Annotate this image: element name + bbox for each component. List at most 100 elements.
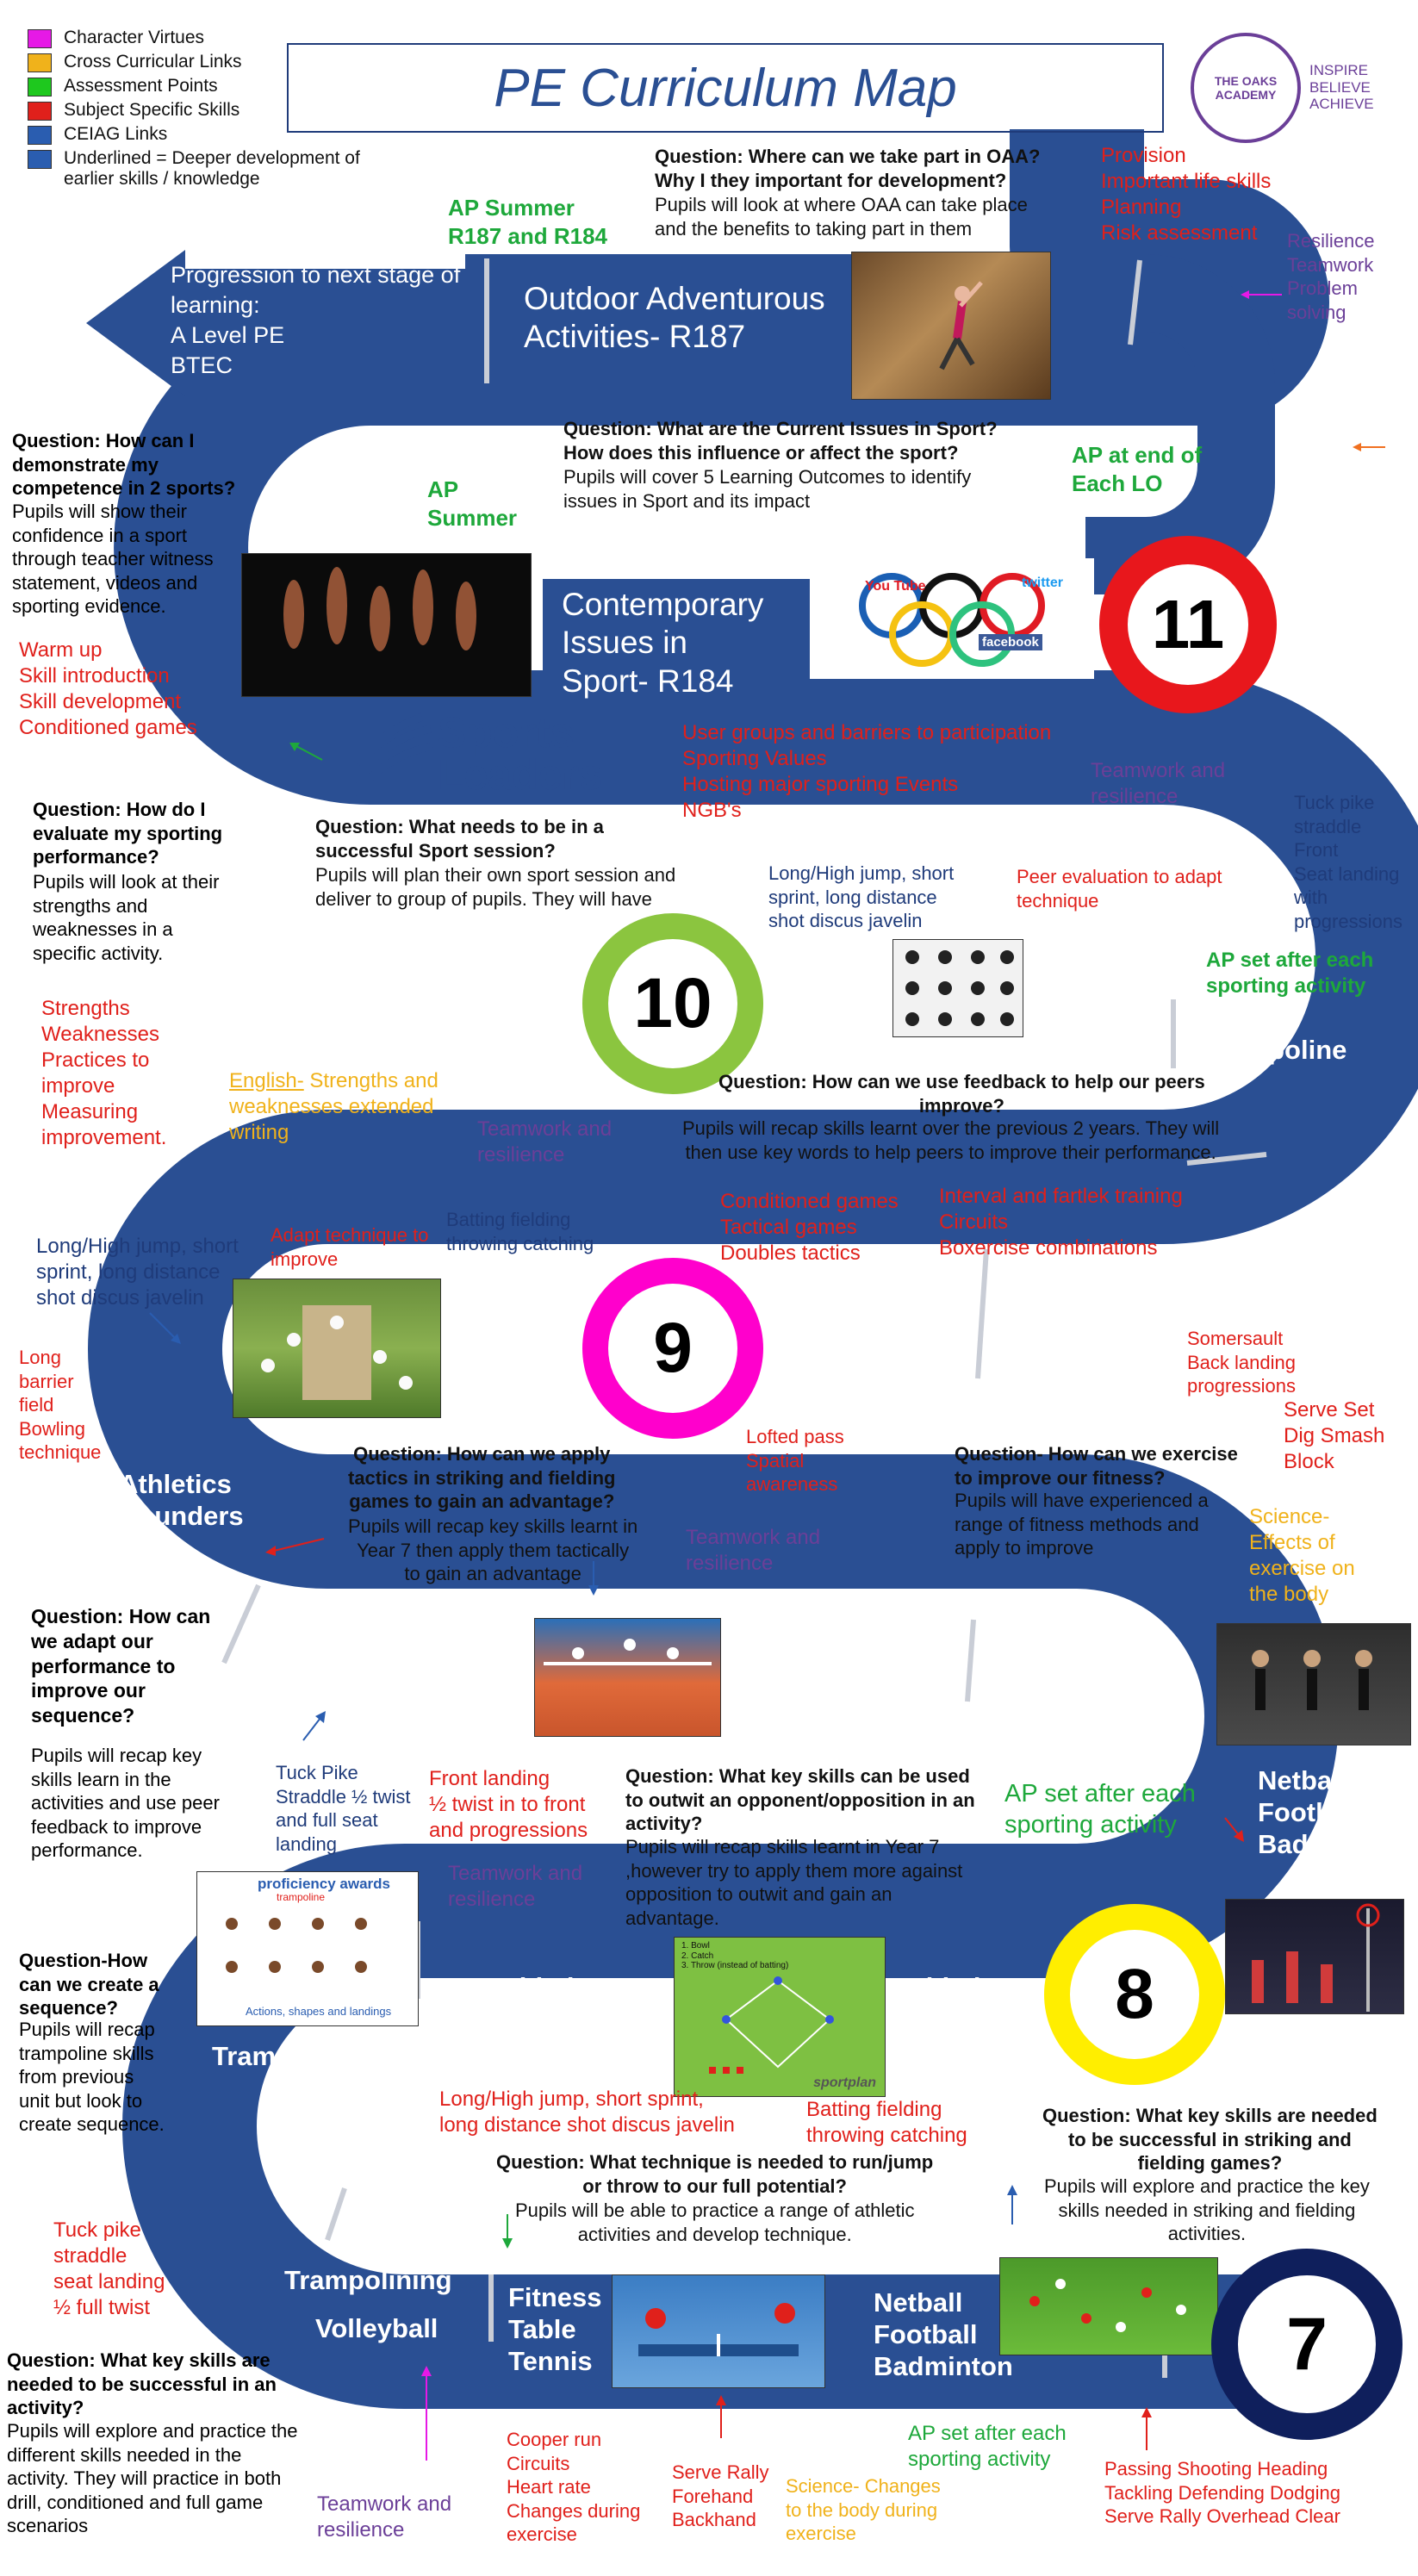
answer-issues: Pupils will cover 5 Learning Outcomes to… [563,466,972,512]
answer-technique: Pupils will be able to practice a range … [515,2200,915,2245]
proficiency-caption: Actions, shapes and landings [246,2005,392,2018]
answer-evaluate: Pupils will look at their strengths and … [33,871,220,964]
teamwork-y10: Teamwork and resilience [477,1117,613,1167]
question-tactics: Question: How can we apply tactics in st… [348,1443,616,1512]
pink-arrow-icon [1241,290,1282,299]
answer-feedback: Pupils will recap skills learnt over the… [682,1117,1220,1163]
question-outwit: Question: What key skills can be used to… [625,1765,975,1834]
social-media-image [810,558,1094,679]
swatch-icon [28,78,52,96]
question-evaluate: Question: How do I evaluate my sporting … [33,799,223,868]
year-8-badge: 8 [1044,1904,1225,2085]
trampoline-shapes-icon [226,1918,367,1973]
red-up-arrow-icon [716,2395,726,2438]
sportplan-label: sportplan [813,2075,876,2090]
adapt-technique: Adapt technique to improve [271,1224,429,1270]
ap-each-lo: AP at end of Each LO [1072,442,1203,496]
volleyball-net-icon [544,1639,712,1665]
orange-arrow-icon [1353,443,1385,451]
red-down-arrow-icon [1224,1817,1244,1842]
rounders-field-diagram: 1. Bowl 2. Catch 3. Throw (instead of ba… [674,1937,886,2097]
question-session: Question: What needs to be in a successf… [315,816,604,862]
serve-skills: Serve Rally Forehand Backhand [672,2461,769,2530]
answer-striking: Pupils will explore and practice the key… [1044,2175,1370,2244]
tuck-skills-y8: Tuck Pike Straddle ½ twist and full seat… [276,1762,411,1855]
answer-sequence: Pupils will recap trampoline skills from… [19,2019,165,2135]
proficiency-sub: trampoline [277,1891,326,1903]
field-diagram-icon [709,1976,834,2074]
legend-item-character-virtues: Character Virtues [28,28,204,48]
athletics-pictogram-icon [905,950,1014,1026]
swatch-icon [28,126,52,145]
legend-item-cross-curricular: Cross Curricular Links [28,52,242,72]
swatch-icon [28,150,52,169]
field-labels: 1. Bowl 2. Catch 3. Throw (instead of ba… [681,1941,789,1970]
progression-arrow-text: Progression to next stage of learning: A… [171,262,461,379]
tuck-skills-y7: Tuck pike straddle seat landing ½ full t… [53,2218,165,2319]
answer-tactics: Pupils will recap key skills learnt in Y… [348,1515,638,1584]
athletics-cricket-y8: Athletics Cricket [898,1972,1011,2035]
blue-up-arrow-icon [1007,2185,1017,2224]
ap-set-y10: AP set after each sporting activity [1206,949,1374,998]
peer-evaluation: Peer evaluation to adapt technique [1017,866,1222,912]
swatch-icon [28,53,52,72]
year-10-badge: 10 [582,913,763,1094]
tuck-skills-y10: Tuck pike straddle Front Seat landing wi… [1294,792,1402,932]
title-box: PE Curriculum Map [287,43,1164,133]
swatch-icon [28,29,52,48]
question-technique: Question: What technique is needed to ru… [496,2151,934,2197]
green-arrow-icon [289,743,323,761]
athletics-skills-y8: Long/High jump, short sprint, long dista… [439,2088,735,2137]
fitness-y7: Fitness Table Tennis [508,2282,602,2377]
logo-motto: INSPIRE BELIEVE ACHIEVE [1309,62,1374,113]
table-tennis-icon [638,2303,799,2356]
warmup-skills: Warm up Skill introduction Skill develop… [19,638,197,739]
answer-skills: Pupils will explore and practice the dif… [7,2420,298,2536]
legend-item-assessment-points: Assessment Points [28,76,218,96]
netball-y9: Netball Football Badminton [801,1302,941,1397]
facebook-icon: facebook [979,634,1042,650]
up-arrow-icon [302,1711,326,1741]
cooper-skills: Cooper run Circuits Heart rate Changes d… [507,2429,641,2545]
volleyball-photo [534,1618,721,1737]
batting-y8: Batting fielding throwing catching [806,2098,967,2147]
answer-competence: Pupils will show their confidence in a s… [12,501,214,617]
fitness-photo [1216,1623,1411,1745]
athletics-rounders-y9: Athletics Rounders [119,1469,244,1532]
oaa-title: Outdoor Adventurous Activities- R187 [524,281,825,355]
swatch-icon [28,102,52,121]
trampolining-y8: Trampolining [212,2041,380,2071]
teamwork-y8: Teamwork and resilience [448,1862,583,1911]
athletes-photo [241,553,532,697]
question-fitness: Question- How can we exercise to improve… [955,1443,1238,1489]
fitness2-y9: Fitness Table Tennis [1061,1633,1155,1727]
climber-icon [939,281,983,370]
red-arrow-icon [265,1538,325,1556]
answer-oaa: Pupils will look at where OAA can take p… [655,194,1028,240]
question-competence: Question: How can I demonstrate my compe… [12,430,236,499]
pink-up-arrow-icon [421,2366,432,2461]
somersault-skills: Somersault Back landing progressions [1187,1328,1296,1397]
down-arrow-icon [588,1561,599,1596]
year-11-badge: 11 [1099,536,1277,713]
science-effects: Science- Effects of exercise on the body [1249,1505,1355,1606]
athletics-rounders-y10: Athletics Rounders [1032,969,1157,1032]
answer-adapt: Pupils will recap key skills learn in th… [31,1745,220,1861]
netball-players-icon [1252,1903,1380,2012]
teamwork-y11: Teamwork and resilience [1091,759,1226,808]
football-photo [999,2257,1218,2355]
cricketers-icon [261,1305,413,1400]
user-groups-skills: User groups and barriers to participatio… [682,721,1052,822]
youtube-icon: You Tube [865,579,926,594]
twitter-icon: twitter [1022,576,1063,590]
english-link: English- Strengths and weaknesses extend… [229,1068,438,1146]
contemporary-title: Contemporary Issues in Sport- R184 [562,587,764,699]
question-sequence: Question-How can we create a sequence? [19,1950,159,2019]
science-changes: Science- Changes to the body during exer… [786,2475,941,2544]
leadership-title: Leadership in Sport– R185 [286,931,581,1005]
english-prefix: English- [229,1069,304,1092]
athletics-skills-y10: Long/High jump, short sprint, long dista… [768,862,955,931]
interval-skills: Interval and fartlek training Circuits B… [939,1185,1183,1260]
athletics-skills-y9: Long/High jump, short sprint, long dista… [36,1235,239,1310]
ap-summer-label: AP Summer R187 and R184 [448,195,607,249]
